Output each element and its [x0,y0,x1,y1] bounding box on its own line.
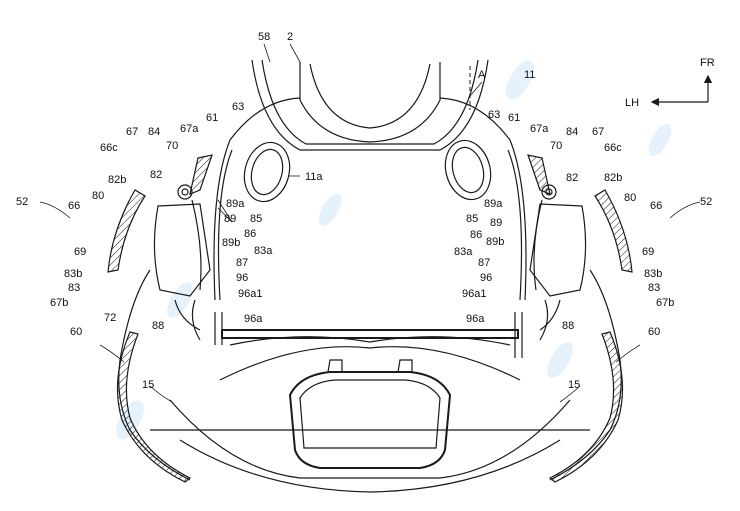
label-61-right: 61 [508,112,520,124]
label-11a: 11a [305,171,323,183]
label-63-left: 63 [232,101,244,113]
label-82-right: 82 [566,172,578,184]
label-58: 58 [258,31,270,43]
label-66-left: 66 [68,200,80,212]
label-66c-left: 66c [100,142,118,154]
label-69-right: 69 [642,246,654,258]
label-11: 11 [524,69,535,81]
label-82-left: 82 [150,169,162,181]
label-86-left: 86 [244,228,256,240]
label-83a-right: 83a [454,246,473,258]
lower-structure [150,312,590,493]
label-89-left: 89 [224,213,236,225]
label-96-right: 96 [480,272,492,284]
label-96a1-left: 96a1 [238,288,262,300]
label-70-left: 70 [166,140,178,152]
label-70-right: 70 [550,140,562,152]
label-15-right: 15 [568,379,580,391]
label-83a-left: 83a [254,245,273,257]
label-67b-left: 67b [50,297,68,309]
label-87-right: 87 [478,257,490,269]
label-66-right: 66 [650,200,662,212]
label-83b-right: 83b [644,268,662,280]
label-85-right: 85 [466,213,478,225]
label-82b-left: 82b [108,174,126,186]
label-83-left: 83 [68,282,80,294]
label-82b-right: 82b [604,172,622,184]
label-72-left: 72 [104,312,116,324]
label-88-right: 88 [562,320,574,332]
label-52-left: 52 [16,196,28,208]
label-85-left: 85 [250,213,262,225]
label-89a-left: 89a [226,198,245,210]
leader-lines [39,43,701,403]
label-A: A [478,69,486,81]
label-60-left: 60 [70,326,82,338]
label-69-left: 69 [74,246,86,258]
label-96a1-right: 96a1 [462,288,486,300]
label-89b-right: 89b [486,236,504,248]
label-84-left: 84 [148,126,160,138]
label-67-left: 67 [126,126,138,138]
label-96-left: 96 [236,272,248,284]
left-mechanism [107,154,213,483]
label-88-left: 88 [152,320,164,332]
label-61-left: 61 [206,112,218,124]
label-52-right: 52 [700,196,712,208]
label-83-right: 83 [648,282,660,294]
right-mechanism [527,154,633,483]
label-67b-right: 67b [656,297,674,309]
label-89a-right: 89a [484,198,503,210]
label-63-right: 63 [488,109,500,121]
label-2: 2 [287,31,293,43]
fr-label: FR [700,57,715,69]
label-80-right: 80 [624,192,636,204]
label-89b-left: 89b [222,237,240,249]
label-83b-left: 83b [64,268,82,280]
label-96a-right: 96a [466,313,485,325]
label-80-left: 80 [92,190,104,202]
label-60-right: 60 [648,326,660,338]
label-87-left: 87 [236,257,248,269]
upper-body [213,59,527,301]
label-89-right: 89 [490,217,502,229]
direction-indicator: FR LH [625,57,715,109]
label-67a-left: 67a [180,123,199,135]
label-66c-right: 66c [604,142,622,154]
label-96a-left: 96a [244,313,263,325]
label-86-right: 86 [470,229,482,241]
lh-label: LH [625,97,639,109]
label-84-right: 84 [566,126,578,138]
label-67-right: 67 [592,126,604,138]
watermark [116,60,672,440]
label-67a-right: 67a [530,123,549,135]
duct-openings [243,139,492,203]
label-15-left: 15 [142,379,154,391]
